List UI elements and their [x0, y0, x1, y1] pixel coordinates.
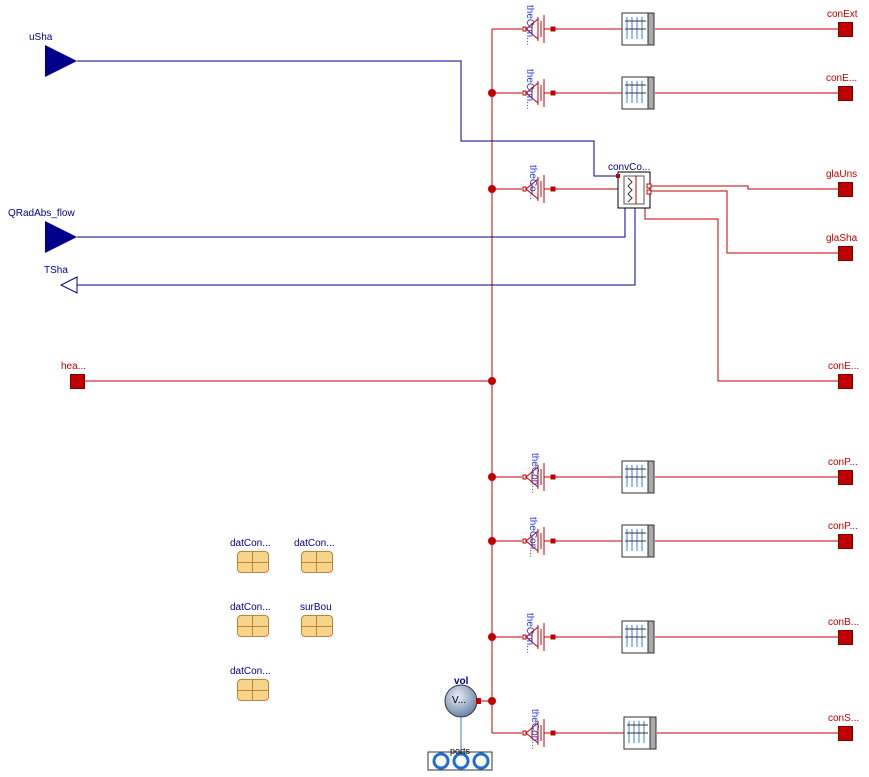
signal-connections [77, 60, 636, 286]
record-icon[interactable] [237, 551, 269, 573]
record-label: surBou [300, 602, 332, 613]
tsha-label: TSha [44, 265, 68, 276]
conpar-a-port[interactable] [838, 470, 853, 485]
conbou-port[interactable] [838, 630, 853, 645]
conbou-label: conB... [828, 617, 860, 628]
thecon-label: theCo... [527, 165, 538, 201]
junction-dots [488, 89, 496, 705]
vol-label: vol [454, 676, 469, 687]
record-label: datCon... [230, 666, 271, 677]
record-icon[interactable] [301, 615, 333, 637]
usha-input-icon[interactable] [45, 45, 77, 77]
glasha-port[interactable] [838, 246, 853, 261]
convection-block-icons [621, 12, 657, 750]
ports-label: ports [450, 746, 471, 756]
conextwinfra-port[interactable] [838, 374, 853, 389]
volume-icon[interactable] [444, 684, 481, 755]
thecon-label: theCon... [529, 709, 540, 750]
glauns-label: glaUns [826, 169, 858, 180]
tsha-output-icon[interactable] [59, 276, 78, 294]
record-icon[interactable] [237, 615, 269, 637]
conpar-a-label: conP... [828, 457, 858, 468]
thecon-label: theCon... [527, 517, 538, 558]
convcon-label: convCo... [608, 162, 651, 173]
qradabs-input-icon[interactable] [45, 221, 77, 253]
record-icon[interactable] [237, 679, 269, 701]
conext-port[interactable] [838, 22, 853, 37]
vol-icon-text: V... [452, 695, 467, 706]
conext-label: conExt [827, 9, 858, 20]
thecon-label: theCon... [529, 453, 540, 494]
record-icon[interactable] [301, 551, 333, 573]
consurbou-label: conS... [828, 713, 860, 724]
consurbou-port[interactable] [838, 726, 853, 741]
heat-port-square[interactable] [70, 374, 85, 389]
thecon-label: theCon... [524, 613, 535, 654]
glauns-port[interactable] [838, 182, 853, 197]
record-label: datCon... [294, 538, 335, 549]
conpar-b-port[interactable] [838, 534, 853, 549]
conpar-b-label: conP... [828, 521, 858, 532]
heat-port-label: hea... [61, 361, 87, 372]
thecon-label: theCon... [524, 69, 535, 110]
thecon-label: theCon... [524, 5, 535, 46]
record-label: datCon... [230, 538, 271, 549]
record-label: datCon... [230, 602, 271, 613]
usha-label: uSha [29, 32, 53, 43]
qradabs-label: QRadAbs_flow [8, 208, 75, 219]
conextwinfra-label: conE... [828, 361, 860, 372]
glasha-label: glaSha [826, 233, 858, 244]
fluid-ports-icon[interactable] [427, 751, 493, 771]
thermal-conductor-icons [522, 15, 556, 747]
conextwin-port[interactable] [838, 86, 853, 101]
window-convection-icon[interactable] [616, 171, 652, 209]
conextwin-label: conE... [826, 73, 858, 84]
